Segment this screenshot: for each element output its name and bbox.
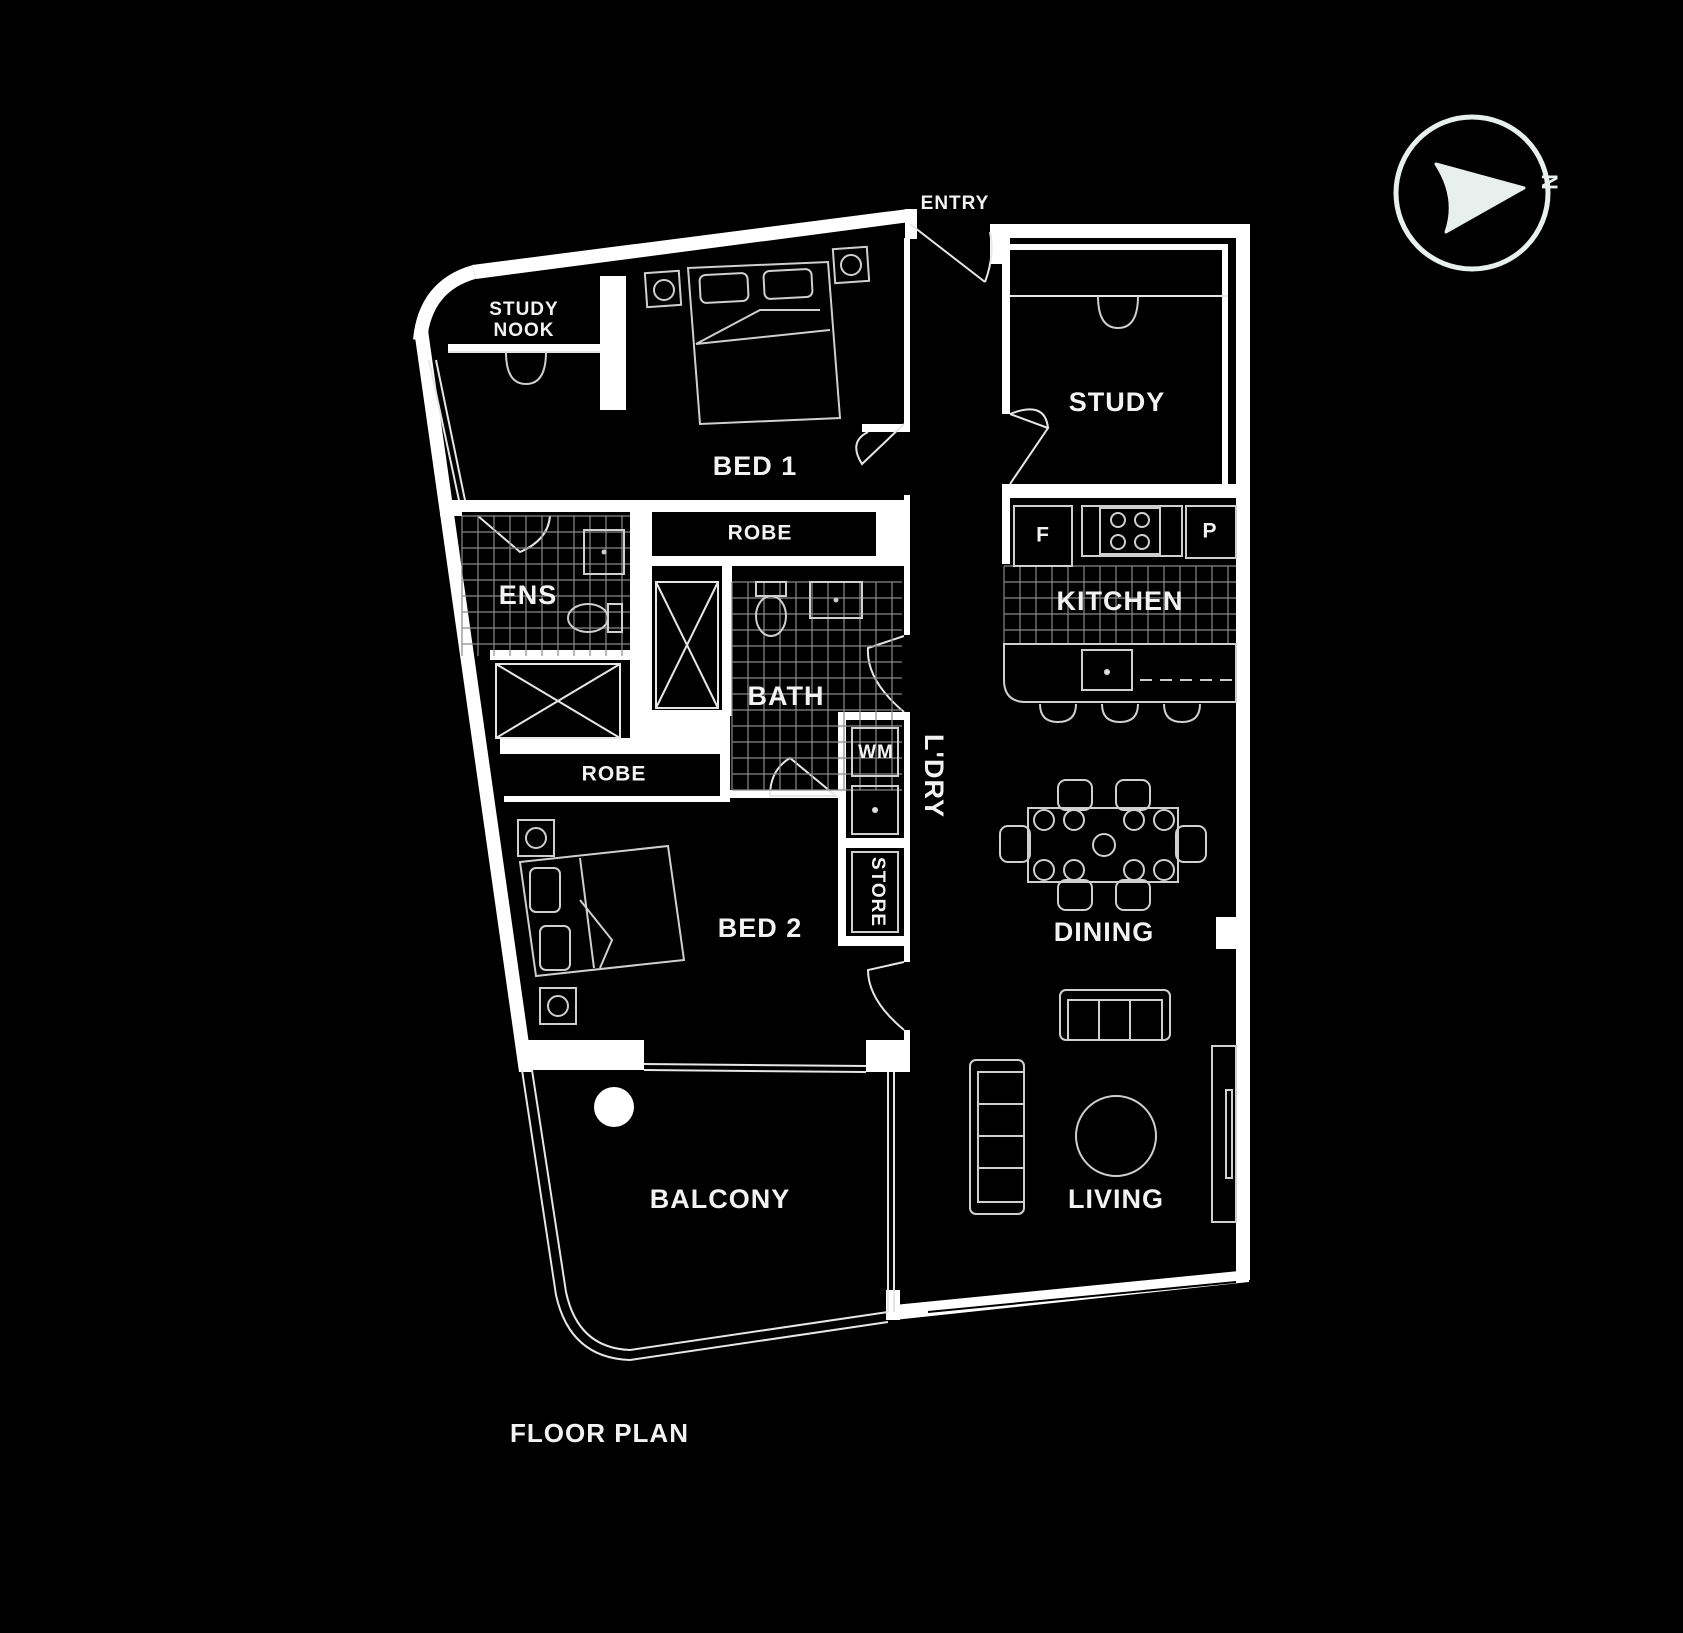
label-study: STUDY (1069, 387, 1166, 417)
sofa-icon (969, 1059, 1025, 1215)
label-robe-top: ROBE (728, 522, 793, 545)
compass: N (1393, 114, 1562, 272)
label-bed-2: BED 2 (718, 913, 803, 943)
compass-ring (1393, 114, 1551, 272)
fixtures (505, 245, 1237, 1223)
label-fridge: F (1036, 524, 1050, 547)
label-ens: ENS (499, 580, 558, 610)
label-living: LIVING (1068, 1184, 1164, 1214)
bed-1-icon (643, 245, 871, 426)
north-arrow-icon (1434, 162, 1526, 234)
label-bed-1: BED 1 (713, 451, 798, 481)
floor-plan-caption: FLOOR PLAN (510, 1418, 689, 1448)
shower-icons (495, 581, 719, 739)
label-kitchen: KITCHEN (1057, 586, 1184, 616)
door-swings (477, 223, 1050, 1031)
label-pantry: P (1202, 520, 1217, 543)
label-balcony: BALCONY (650, 1184, 791, 1214)
dining-table-icon (999, 779, 1207, 911)
coffee-table-icon (1075, 1095, 1157, 1177)
label-laundry: L'DRY (919, 734, 949, 818)
label-entry: ENTRY (921, 193, 990, 214)
internal-walls (440, 238, 1236, 946)
balcony-outline (521, 1063, 895, 1362)
label-bath: BATH (748, 681, 825, 711)
compass-north-label: N (1537, 174, 1562, 190)
label-wm: WM (858, 742, 894, 763)
chair-icon (505, 351, 547, 386)
label-study-nook-2: NOOK (494, 320, 555, 341)
toilet-icon (755, 595, 787, 637)
label-robe-bottom: ROBE (582, 763, 647, 786)
label-store: STORE (867, 857, 888, 927)
bed-2-icon (517, 819, 686, 1025)
exterior-walls (413, 209, 1250, 1320)
room-labels: STUDY NOOK BED 1 ENTRY STUDY ROBE ENS F … (489, 193, 1217, 1214)
sofa-icon (1059, 989, 1171, 1041)
tv-unit-icon (1211, 1045, 1237, 1223)
kitchen-island (1003, 643, 1237, 703)
pot-plant-icon (594, 1087, 634, 1127)
chair-icon (1097, 295, 1139, 330)
label-dining: DINING (1054, 917, 1155, 947)
label-study-nook-1: STUDY (489, 299, 558, 320)
